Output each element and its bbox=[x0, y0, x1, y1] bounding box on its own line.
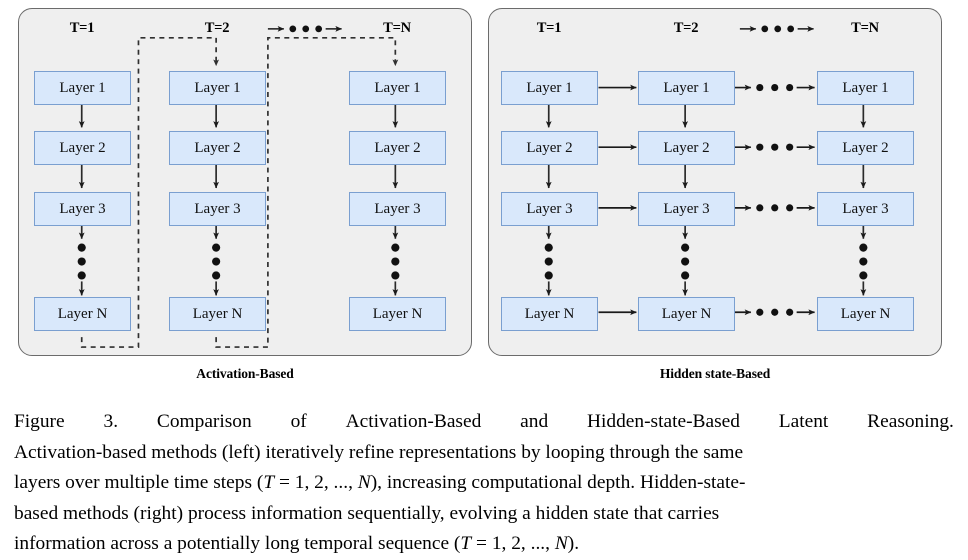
column-header-tn: T=N bbox=[383, 20, 411, 36]
column-1-vertical-arrows bbox=[77, 104, 86, 296]
figure-caption-line-3: layers over multiple time steps (T = 1, … bbox=[14, 468, 954, 499]
loopback-path-2 bbox=[215, 36, 399, 348]
column-header-t2: T=2 bbox=[204, 20, 230, 36]
layer-box[interactable]: Layer N bbox=[169, 297, 266, 331]
layer-box[interactable]: Layer N bbox=[817, 297, 914, 331]
column-header-t1: T=1 bbox=[536, 20, 562, 36]
caption-word: Hidden-state-Based bbox=[587, 411, 740, 432]
layer-box[interactable]: Layer 2 bbox=[501, 131, 598, 165]
caption-text: ). bbox=[567, 533, 580, 554]
figure-caption-line-5: information across a potentially long te… bbox=[14, 529, 954, 560]
layer-box[interactable]: Layer 1 bbox=[501, 71, 598, 105]
horizontal-ellipsis-col2-col3 bbox=[734, 83, 815, 316]
layer-box[interactable]: Layer 1 bbox=[349, 71, 446, 105]
math-var-N: N bbox=[554, 533, 568, 554]
figure-caption-line-4: based methods (right) process informatio… bbox=[14, 502, 720, 524]
horizontal-arrows-col1-col2 bbox=[598, 84, 637, 316]
layer-box[interactable]: Layer N bbox=[638, 297, 735, 331]
layer-box[interactable]: Layer 3 bbox=[501, 192, 598, 226]
panel-caption-activation-based: Activation-Based bbox=[196, 366, 294, 381]
layer-box[interactable]: Layer 3 bbox=[349, 192, 446, 226]
caption-text: = 1, 2, ..., bbox=[274, 472, 358, 493]
layer-box[interactable]: Layer N bbox=[349, 297, 446, 331]
panel-caption-hidden-state-based: Hidden state-Based bbox=[659, 366, 771, 381]
layer-box[interactable]: Layer N bbox=[501, 297, 598, 331]
caption-word: of bbox=[290, 411, 307, 432]
layer-box[interactable]: Layer 2 bbox=[34, 131, 131, 165]
layer-box[interactable]: Layer 1 bbox=[817, 71, 914, 105]
figure-caption: Figure 3. Comparison of Activation-Based… bbox=[14, 407, 954, 560]
caption-word: Latent bbox=[778, 411, 829, 432]
column-3-vertical-arrows bbox=[391, 104, 400, 296]
figure-caption-line-2: Activation-based methods (left) iterativ… bbox=[14, 441, 744, 463]
column-header-t1: T=1 bbox=[69, 20, 95, 36]
layer-box[interactable]: Layer 2 bbox=[638, 131, 735, 165]
caption-word: Activation-Based bbox=[345, 411, 482, 432]
caption-text: ), increasing computational depth. Hidde… bbox=[370, 472, 746, 493]
layer-box[interactable]: Layer 3 bbox=[817, 192, 914, 226]
loopback-path-1 bbox=[80, 36, 220, 348]
column-2-vertical-arrows bbox=[681, 104, 690, 296]
layer-box[interactable]: Layer 1 bbox=[34, 71, 131, 105]
layer-box[interactable]: Layer 1 bbox=[638, 71, 735, 105]
activation-based-diagram-svg bbox=[77, 25, 400, 348]
caption-text: layers over multiple time steps ( bbox=[14, 472, 264, 493]
panel-activation-based: T=1 T=2 T=N Layer 1 Layer 2 Layer 3 Laye… bbox=[18, 8, 472, 356]
layer-box[interactable]: Layer 2 bbox=[169, 131, 266, 165]
hidden-state-based-diagram-svg bbox=[544, 25, 868, 316]
column-1-vertical-arrows bbox=[544, 104, 553, 296]
layer-box[interactable]: Layer N bbox=[34, 297, 131, 331]
header-ellipsis-arrows bbox=[267, 25, 342, 33]
figure-caption-line-1: Figure 3. Comparison of Activation-Based… bbox=[14, 407, 954, 438]
caption-text: information across a potentially long te… bbox=[14, 533, 461, 554]
layer-box[interactable]: Layer 2 bbox=[349, 131, 446, 165]
column-3-vertical-arrows bbox=[859, 104, 868, 296]
header-ellipsis-arrows bbox=[739, 25, 814, 33]
column-header-tn: T=N bbox=[851, 20, 879, 36]
math-var-N: N bbox=[357, 472, 371, 493]
column-2-vertical-arrows bbox=[212, 104, 221, 296]
caption-word: Figure bbox=[14, 411, 65, 432]
math-var-T: T bbox=[263, 472, 275, 493]
panel-hidden-state-based: T=1 T=2 T=N Layer 1 Layer 2 Layer 3 Laye… bbox=[488, 8, 942, 356]
caption-word: Comparison bbox=[156, 411, 252, 432]
layer-box[interactable]: Layer 3 bbox=[34, 192, 131, 226]
column-header-t2: T=2 bbox=[673, 20, 699, 36]
caption-word: and bbox=[520, 411, 549, 432]
caption-word: 3. bbox=[103, 411, 119, 432]
caption-word: Reasoning. bbox=[867, 411, 954, 432]
layer-box[interactable]: Layer 1 bbox=[169, 71, 266, 105]
math-var-T: T bbox=[460, 533, 472, 554]
layer-box[interactable]: Layer 3 bbox=[169, 192, 266, 226]
layer-box[interactable]: Layer 2 bbox=[817, 131, 914, 165]
layer-box[interactable]: Layer 3 bbox=[638, 192, 735, 226]
caption-text: = 1, 2, ..., bbox=[471, 533, 555, 554]
